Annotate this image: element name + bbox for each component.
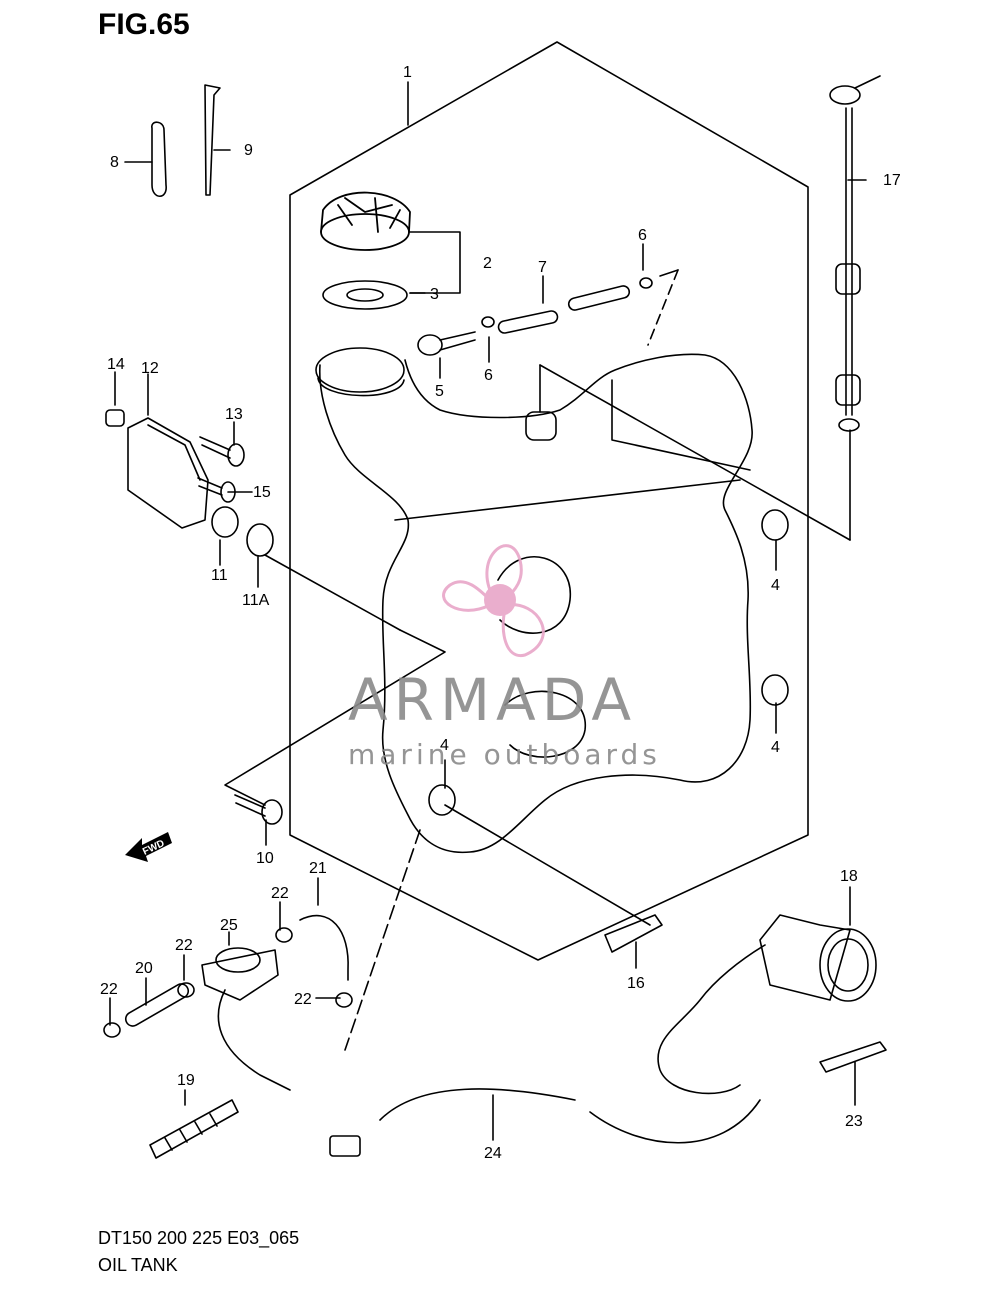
callout-21: 21 xyxy=(309,860,327,877)
callout-2: 2 xyxy=(483,255,492,272)
tank-outlet-port xyxy=(525,411,557,441)
strap-8 xyxy=(151,121,167,198)
tank-upper-bracket xyxy=(611,379,751,471)
grommet-4b xyxy=(761,674,789,706)
nut-14 xyxy=(105,409,125,427)
hose-clip-6b xyxy=(639,277,653,289)
bolt-10 xyxy=(234,794,283,825)
callout-13: 13 xyxy=(225,406,243,423)
strap-23 xyxy=(819,1041,887,1073)
tank-outline-frame xyxy=(289,41,809,961)
watermark-brand: ARMADA xyxy=(348,666,637,734)
clip-22c xyxy=(275,927,293,943)
callout-17: 17 xyxy=(883,172,901,189)
oil-tank-body xyxy=(319,353,753,854)
tank-detail-curve-2 xyxy=(504,690,586,758)
oil-meter-18 xyxy=(759,914,877,1002)
grommet-4a xyxy=(761,509,789,541)
callout-4a: 4 xyxy=(771,577,780,594)
callout-22c: 22 xyxy=(271,885,289,902)
callout-20: 20 xyxy=(135,960,153,977)
callout-25: 25 xyxy=(220,917,238,934)
cap-gasket-hole xyxy=(346,288,384,302)
cable-tie-9 xyxy=(204,84,221,196)
callout-4c: 4 xyxy=(440,737,449,754)
callout-6a: 6 xyxy=(638,227,647,244)
model-line: DT150 200 225 E03_065 xyxy=(98,1228,300,1248)
callout-14: 14 xyxy=(107,356,125,373)
callout-12: 12 xyxy=(141,360,159,377)
vent-hose-b xyxy=(567,285,631,311)
vent-plug xyxy=(417,331,476,356)
grommet-11a xyxy=(246,523,274,557)
oil-level-gauge-17 xyxy=(829,75,881,432)
spiral-tube-19 xyxy=(149,1099,239,1159)
filler-neck-rim xyxy=(317,377,405,397)
callout-labels: 1 2 3 4 4 4 5 6 6 7 8 9 10 11 11A 12 13 … xyxy=(100,64,901,1162)
clip-22d xyxy=(335,992,353,1008)
bolt-15 xyxy=(197,477,236,503)
fwd-arrow-icon: FWD xyxy=(125,832,172,862)
strap-16 xyxy=(604,914,663,953)
callout-18: 18 xyxy=(840,868,858,885)
fwd-label: FWD xyxy=(141,838,166,858)
callout-23: 23 xyxy=(845,1113,863,1130)
bolt-13 xyxy=(199,436,245,467)
meter-harness xyxy=(657,944,766,1095)
figure-title: FIG.65 xyxy=(98,8,190,41)
harness-24-connector xyxy=(329,1135,361,1157)
hose-21 xyxy=(299,914,349,981)
oil-filler-cap xyxy=(320,191,411,251)
hose-20 xyxy=(124,983,190,1027)
callout-8: 8 xyxy=(110,154,119,171)
clip-22a xyxy=(103,1022,121,1038)
callout-15: 15 xyxy=(253,484,271,501)
callout-11: 11 xyxy=(211,567,228,584)
callout-9: 9 xyxy=(244,142,253,159)
callout-4b: 4 xyxy=(771,739,780,756)
grommet-4c xyxy=(428,784,456,816)
callout-22a: 22 xyxy=(100,981,118,998)
harness-24 xyxy=(379,1088,761,1144)
callout-19: 19 xyxy=(177,1072,195,1089)
callout-11a: 11A xyxy=(242,592,270,609)
callout-24: 24 xyxy=(484,1145,502,1162)
callout-22d: 22 xyxy=(294,991,312,1008)
filler-neck xyxy=(315,347,405,393)
callout-6b: 6 xyxy=(484,367,493,384)
tank-detail-curve xyxy=(497,556,571,634)
armada-watermark: ARMADA marine outboards xyxy=(348,544,661,771)
callout-22b: 22 xyxy=(175,937,193,954)
figure-name: OIL TANK xyxy=(98,1255,178,1275)
propeller-logo-icon xyxy=(442,544,545,657)
callout-3: 3 xyxy=(430,286,439,303)
oil-pump-25 xyxy=(201,947,291,1091)
callout-1: 1 xyxy=(403,64,412,81)
watermark-tagline: marine outboards xyxy=(348,738,661,771)
callout-5: 5 xyxy=(435,383,444,400)
tank-seam-line xyxy=(394,479,741,521)
callout-7: 7 xyxy=(538,259,547,276)
callout-16: 16 xyxy=(627,975,645,992)
callout-10: 10 xyxy=(256,850,274,867)
vent-hose-a xyxy=(497,310,559,334)
bracket-12 xyxy=(127,417,209,529)
collar-11 xyxy=(211,506,239,538)
cap-gasket xyxy=(322,280,408,310)
hose-clip-6a xyxy=(481,316,495,328)
